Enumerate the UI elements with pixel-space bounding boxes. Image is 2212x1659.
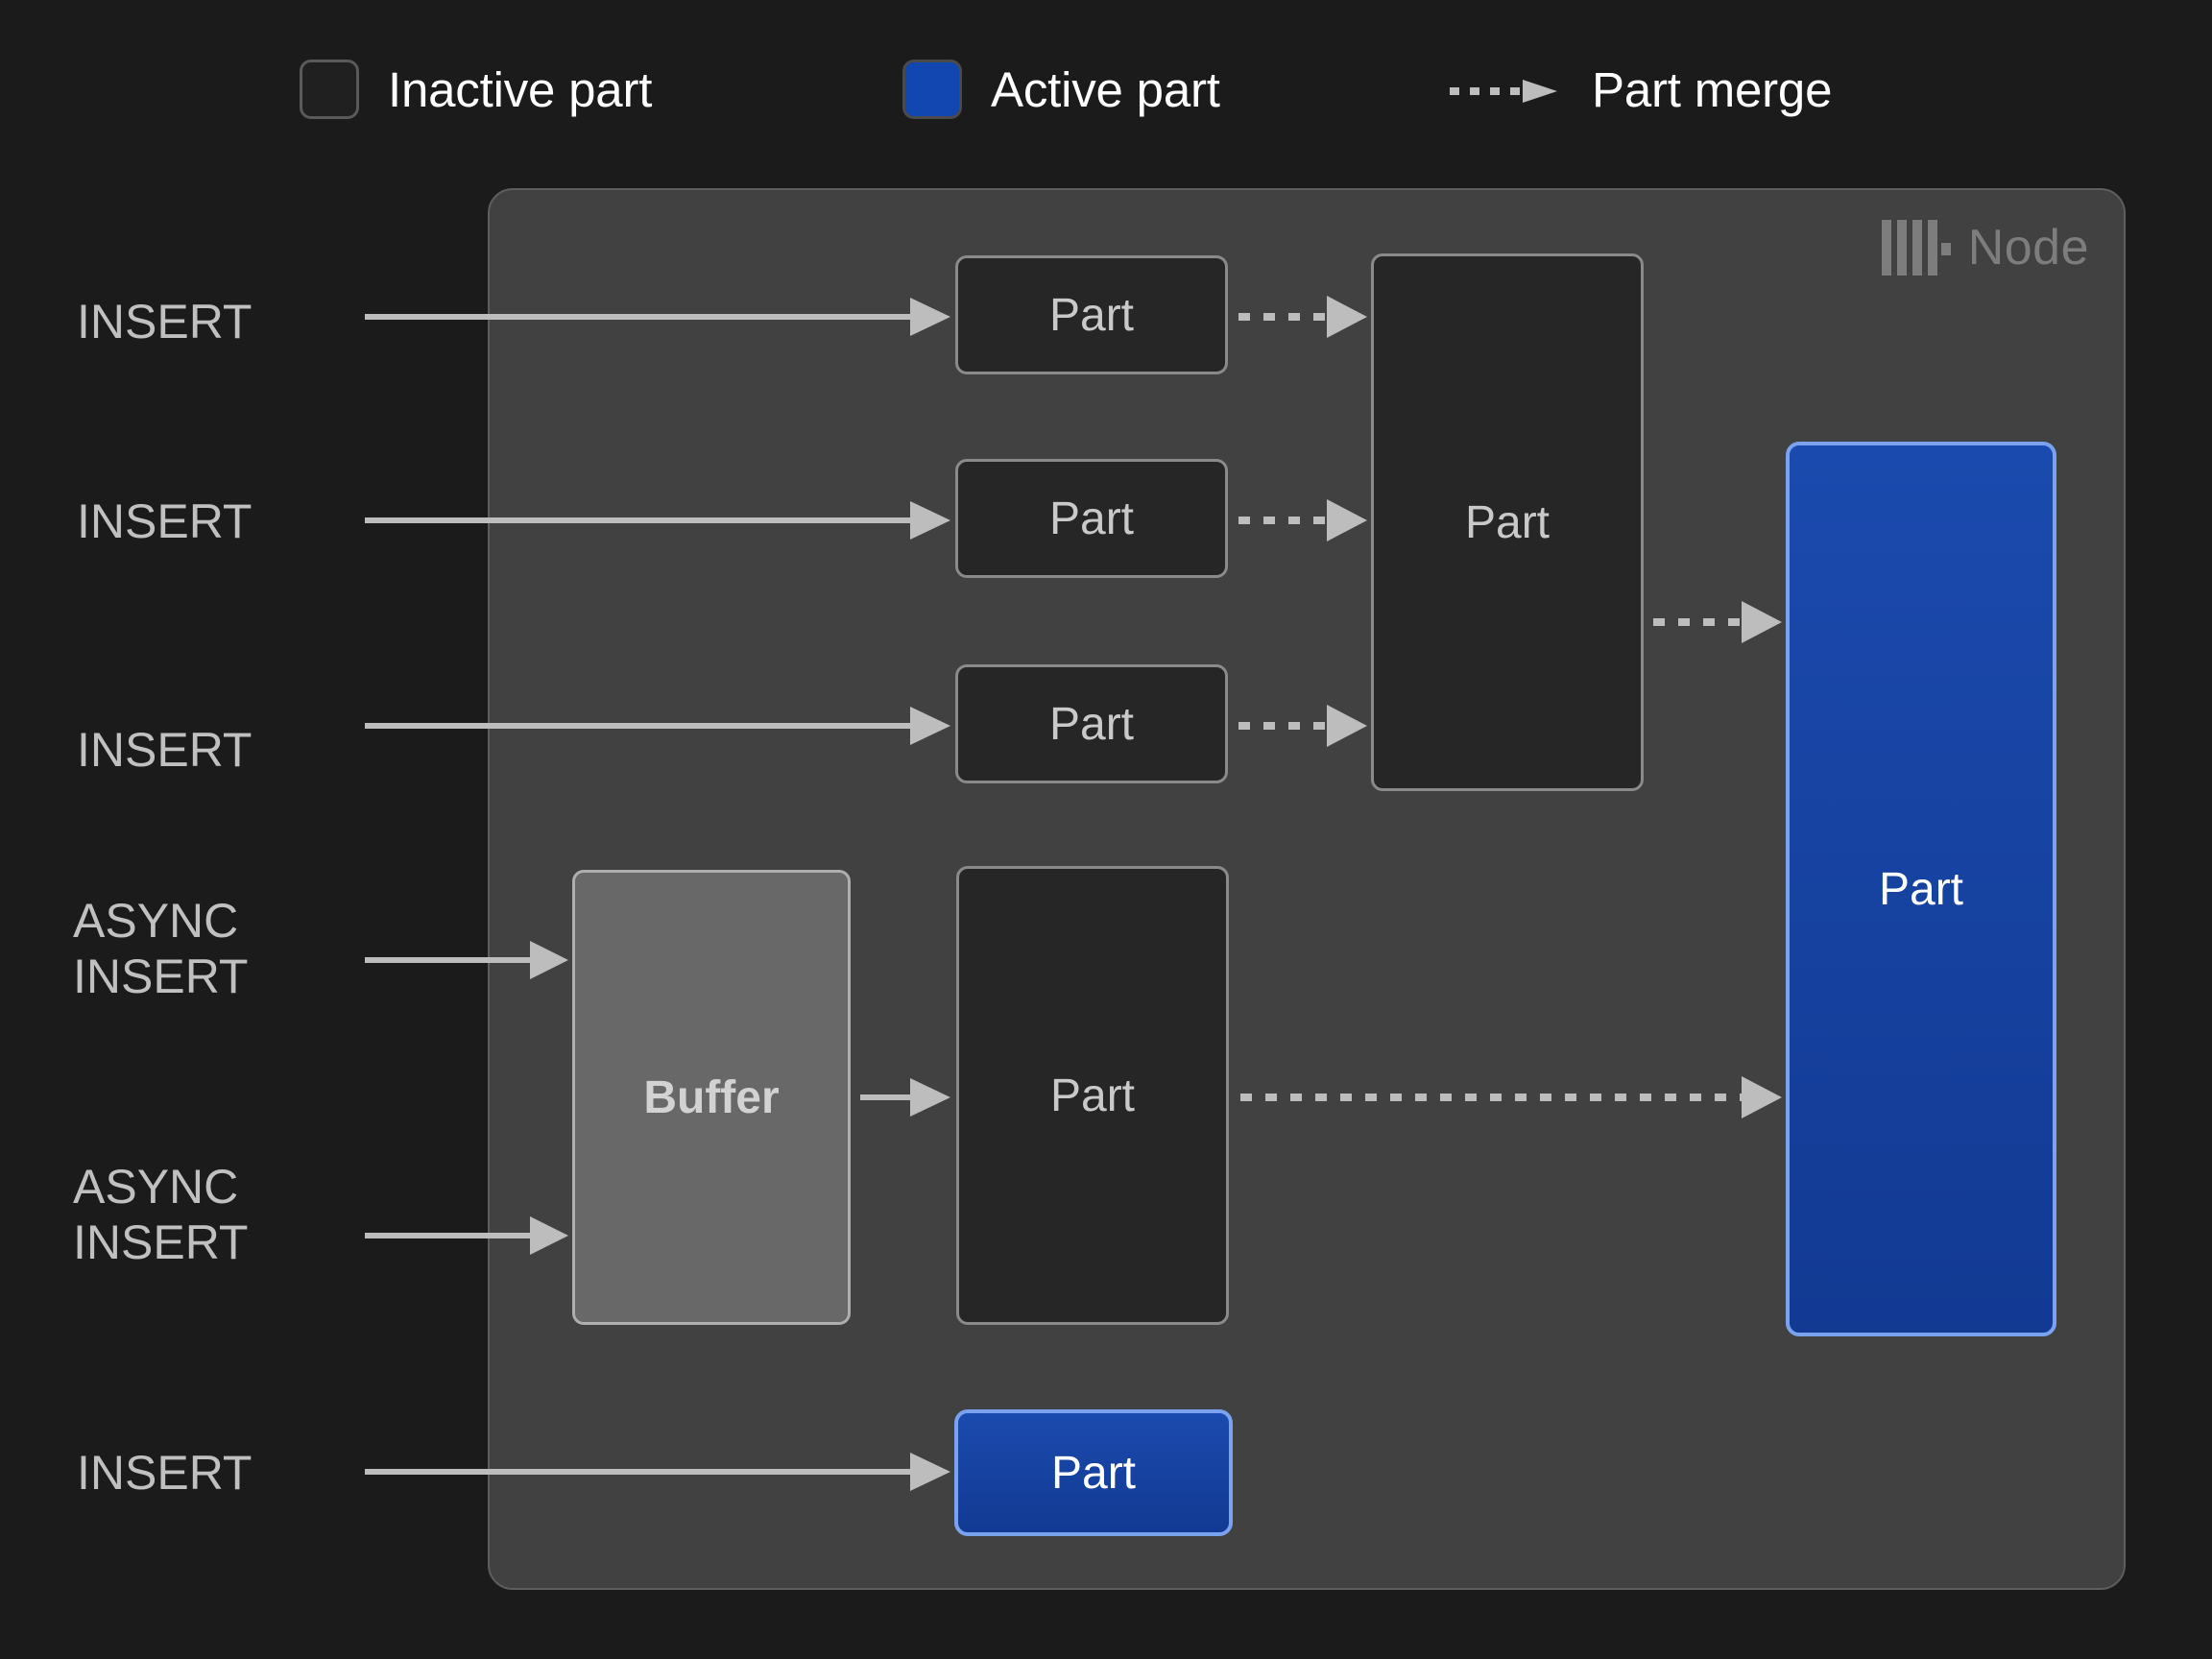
part-box-label: Part xyxy=(1049,1070,1136,1121)
node-badge: Node xyxy=(1881,219,2089,276)
active-part-swatch-icon xyxy=(902,60,962,119)
inactive-part-swatch-icon xyxy=(300,60,359,119)
legend-item-part-merge: Part merge xyxy=(1450,46,1832,132)
buffer-box[interactable]: Buffer xyxy=(572,870,851,1325)
part-box-insert-2[interactable]: Part xyxy=(955,459,1228,578)
source-label-async-insert-1: ASYNC INSERT xyxy=(73,894,249,1003)
source-label-async-insert-2: ASYNC INSERT xyxy=(73,1160,249,1269)
legend-label-part-merge: Part merge xyxy=(1592,61,1833,117)
part-box-active-large[interactable]: Part xyxy=(1786,442,2056,1336)
part-box-label: Part xyxy=(1048,493,1135,544)
part-box-active-new[interactable]: Part xyxy=(954,1409,1233,1536)
part-box-insert-3[interactable]: Part xyxy=(955,664,1228,783)
part-box-insert-1[interactable]: Part xyxy=(955,255,1228,374)
legend: Inactive part Active part Part merge xyxy=(0,46,2212,132)
legend-item-active-part: Active part xyxy=(902,46,1220,132)
part-box-label: Part xyxy=(1878,863,1964,915)
dashed-arrow-icon xyxy=(1450,80,1563,103)
clickhouse-logo-icon xyxy=(1881,220,1951,276)
source-label-insert-2: INSERT xyxy=(77,494,252,548)
part-box-buffered[interactable]: Part xyxy=(956,866,1229,1325)
part-box-label: Part xyxy=(1048,289,1135,341)
node-label: Node xyxy=(1967,220,2089,276)
part-box-label: Part xyxy=(1050,1447,1137,1499)
legend-label-active-part: Active part xyxy=(991,61,1220,117)
legend-item-inactive-part: Inactive part xyxy=(300,46,652,132)
part-box-label: Part xyxy=(1048,698,1135,750)
part-box-merged[interactable]: Part xyxy=(1371,253,1644,791)
source-label-insert-1: INSERT xyxy=(77,295,252,349)
legend-label-inactive-part: Inactive part xyxy=(388,61,653,117)
part-box-label: Part xyxy=(1464,496,1551,548)
source-label-insert-4: INSERT xyxy=(77,1446,252,1500)
source-label-insert-3: INSERT xyxy=(77,723,252,777)
buffer-box-label: Buffer xyxy=(643,1071,780,1123)
